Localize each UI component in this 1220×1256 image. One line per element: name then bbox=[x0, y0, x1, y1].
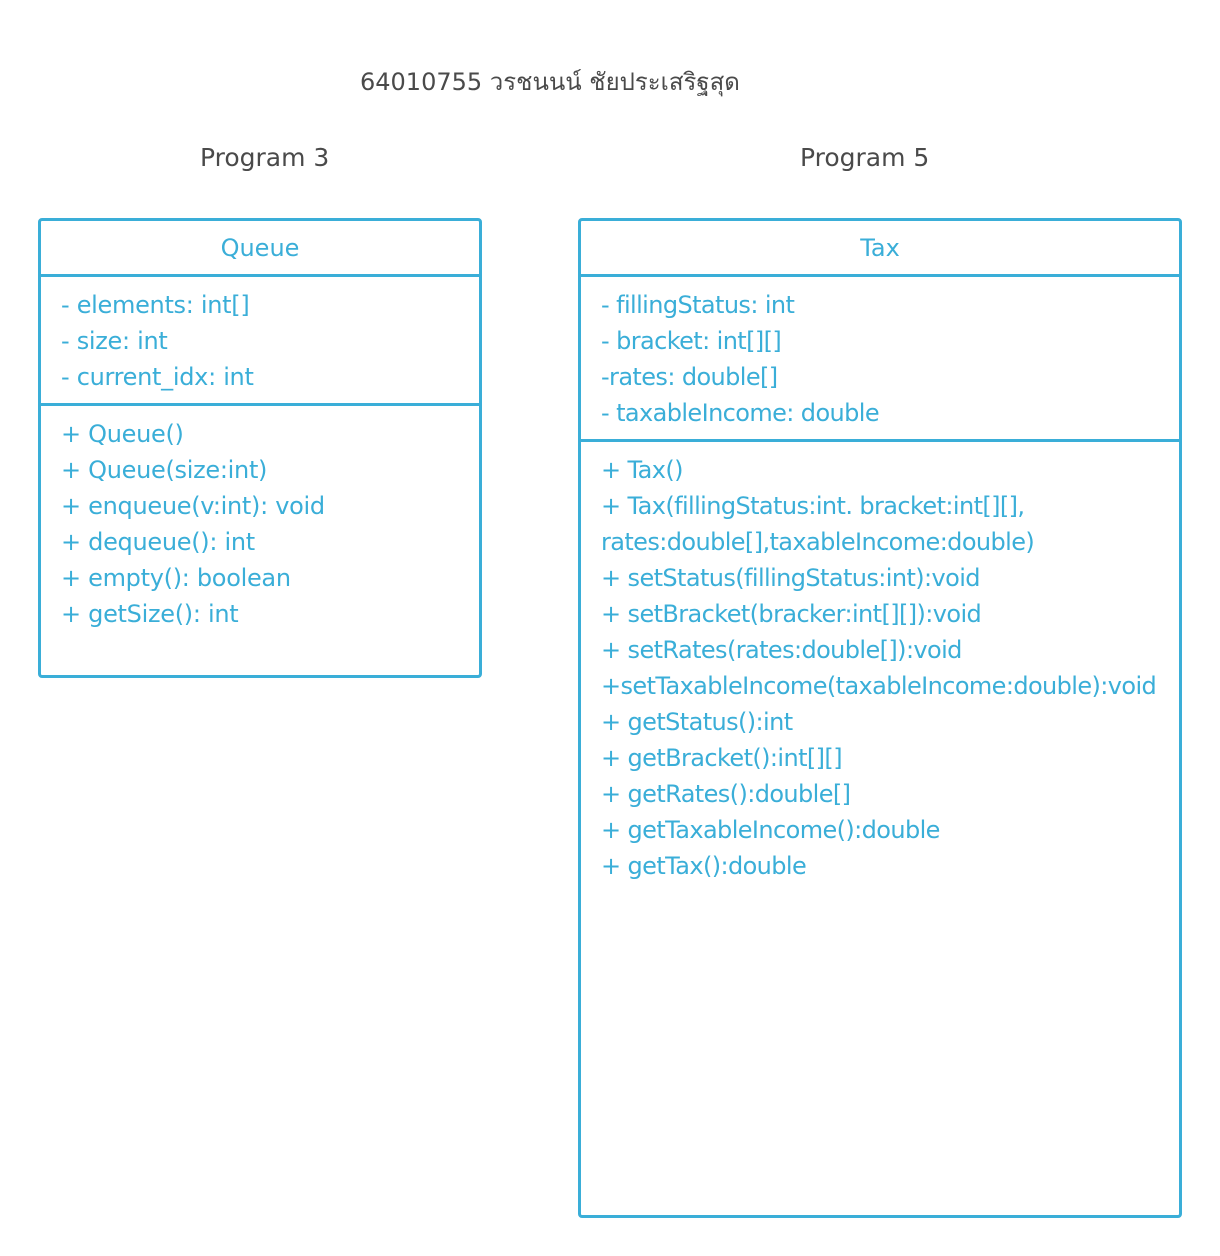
queue-method: + getSize(): int bbox=[61, 600, 239, 628]
tax-class-name: Tax bbox=[581, 221, 1179, 277]
program-5-label: Program 5 bbox=[800, 143, 930, 172]
tax-attribute: - bracket: int[][] bbox=[601, 327, 782, 355]
tax-methods: + Tax() + Tax(fillingStatus:int. bracket… bbox=[581, 442, 1179, 892]
tax-method: + getBracket():int[][] bbox=[601, 744, 843, 772]
tax-method: + setStatus(fillingStatus:int):void bbox=[601, 564, 981, 592]
queue-method: + Queue(size:int) bbox=[61, 456, 268, 484]
tax-method: + getTax():double bbox=[601, 852, 807, 880]
tax-attribute: -rates: double[] bbox=[601, 363, 778, 391]
queue-method: + empty(): boolean bbox=[61, 564, 291, 592]
queue-class-name: Queue bbox=[41, 221, 479, 277]
tax-method: + setRates(rates:double[]):void bbox=[601, 636, 962, 664]
queue-method: + Queue() bbox=[61, 420, 184, 448]
tax-method: + getTaxableIncome():double bbox=[601, 816, 940, 844]
tax-method: + setBracket(bracker:int[][]):void bbox=[601, 600, 982, 628]
tax-method: + Tax(fillingStatus:int. bracket:int[][]… bbox=[601, 492, 1025, 520]
tax-attribute: - taxableIncome: double bbox=[601, 399, 880, 427]
queue-attribute: - current_idx: int bbox=[61, 363, 254, 391]
tax-class-box[interactable]: Tax - fillingStatus: int - bracket: int[… bbox=[578, 218, 1182, 1218]
author-heading: 64010755 วรชนนน์ ชัยประเสริฐสุด bbox=[360, 68, 740, 96]
queue-methods: + Queue() + Queue(size:int) + enqueue(v:… bbox=[41, 406, 479, 640]
tax-method: + Tax() bbox=[601, 456, 683, 484]
program-3-label: Program 3 bbox=[200, 143, 330, 172]
tax-attributes: - fillingStatus: int - bracket: int[][] … bbox=[581, 277, 1179, 442]
queue-attribute: - size: int bbox=[61, 327, 168, 355]
queue-class-box[interactable]: Queue - elements: int[] - size: int - cu… bbox=[38, 218, 482, 678]
queue-attributes: - elements: int[] - size: int - current_… bbox=[41, 277, 479, 406]
tax-method: rates:double[],taxableIncome:double) bbox=[601, 528, 1035, 556]
queue-attribute: - elements: int[] bbox=[61, 291, 250, 319]
tax-method: +setTaxableIncome(taxableIncome:double):… bbox=[601, 672, 1157, 700]
queue-method: + enqueue(v:int): void bbox=[61, 492, 325, 520]
tax-attribute: - fillingStatus: int bbox=[601, 291, 795, 319]
tax-method: + getStatus():int bbox=[601, 708, 793, 736]
tax-method: + getRates():double[] bbox=[601, 780, 851, 808]
queue-method: + dequeue(): int bbox=[61, 528, 255, 556]
